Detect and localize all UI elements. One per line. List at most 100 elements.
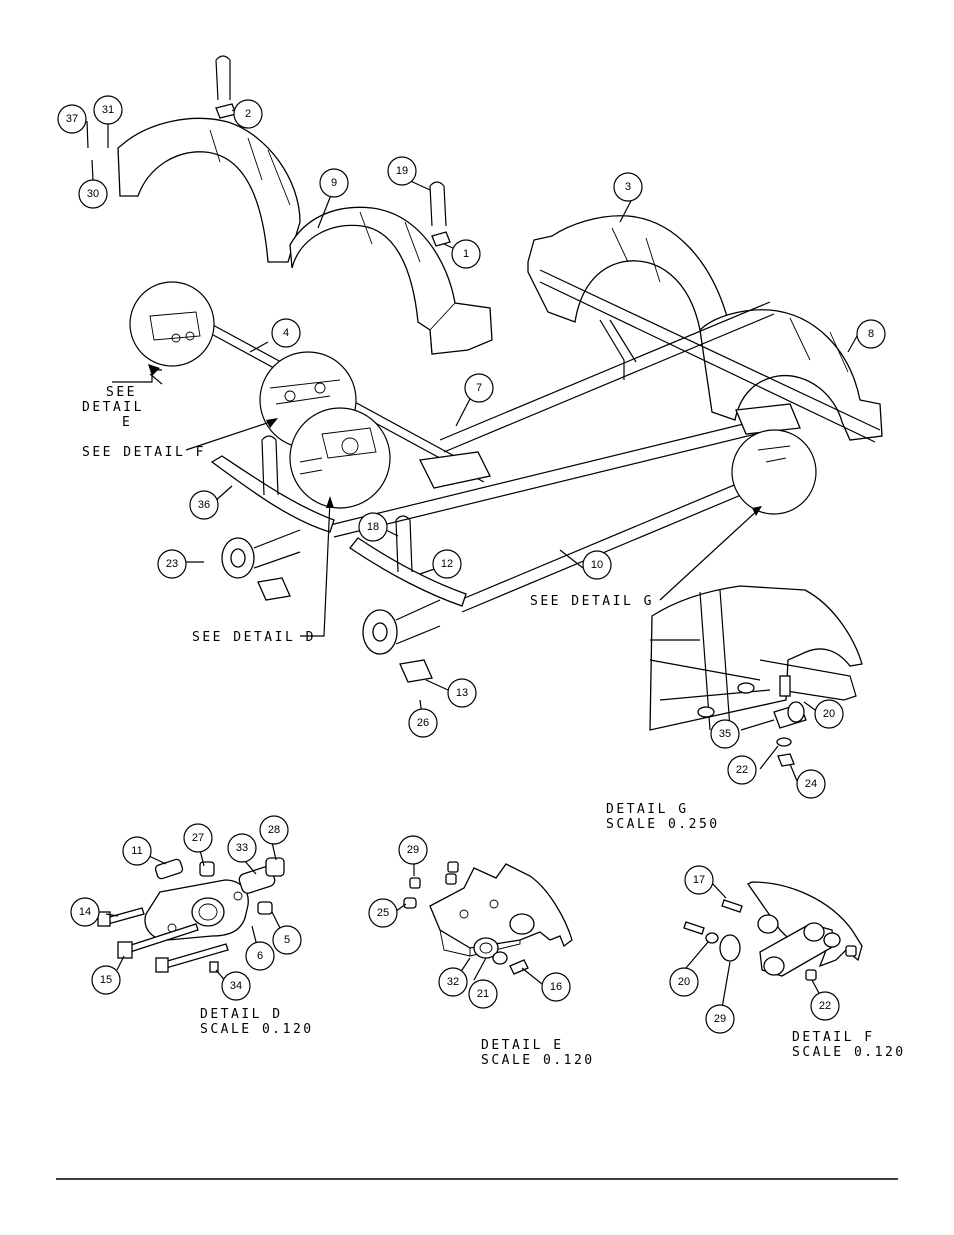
detail-g-view — [649, 585, 863, 782]
detail-d-scale: SCALE 0.120 — [200, 1022, 314, 1037]
detail-d-title: DETAIL D — [200, 1007, 283, 1022]
callout-28: 28 — [259, 815, 289, 845]
callout-15: 15 — [91, 965, 121, 995]
callout-33: 33 — [227, 833, 257, 863]
arrow-heads — [148, 364, 762, 516]
detail-e-title: DETAIL E — [481, 1038, 564, 1053]
svg-text:33: 33 — [236, 842, 248, 854]
callout-23: 23 — [157, 549, 187, 579]
detail-circle-g — [731, 429, 817, 515]
svg-text:21: 21 — [477, 988, 489, 1000]
svg-text:20: 20 — [823, 708, 835, 720]
svg-text:6: 6 — [257, 950, 263, 962]
svg-text:32: 32 — [447, 976, 459, 988]
callout-7: 7 — [464, 373, 494, 403]
main-assembly — [117, 55, 883, 683]
u-bolt-2 — [215, 55, 231, 101]
detail-g-scale: SCALE 0.250 — [606, 817, 720, 832]
detail-f-view — [683, 881, 863, 1009]
callout-21: 21 — [468, 979, 498, 1009]
callout-9: 9 — [319, 168, 349, 198]
callout-31: 31 — [93, 95, 123, 125]
svg-text:18: 18 — [367, 521, 379, 533]
detail-circle-e — [129, 281, 215, 367]
see-detail-d-label: SEE DETAIL D — [192, 630, 316, 645]
callout-37: 37 — [57, 104, 87, 134]
svg-text:23: 23 — [166, 558, 178, 570]
callout-29-detail-e: 29 — [398, 835, 428, 865]
hub-left-23 — [221, 529, 301, 579]
svg-text:30: 30 — [87, 188, 99, 200]
svg-text:7: 7 — [476, 382, 482, 394]
svg-text:19: 19 — [396, 165, 408, 177]
plate-left — [257, 577, 291, 601]
callout-3: 3 — [613, 172, 643, 202]
svg-text:15: 15 — [100, 974, 112, 986]
callout-22-detail-f: 22 — [810, 991, 840, 1021]
callout-26: 26 — [408, 708, 438, 738]
detail-d-view — [97, 841, 285, 985]
svg-text:20: 20 — [678, 976, 690, 988]
svg-text:29: 29 — [714, 1013, 726, 1025]
see-detail-f-label: SEE DETAIL F — [82, 445, 206, 460]
see-detail-e-line1: SEE — [106, 385, 137, 400]
callout-20-detail-g: 20 — [814, 699, 844, 729]
svg-text:10: 10 — [591, 559, 603, 571]
hub-right-13 — [362, 599, 441, 655]
callout-25: 25 — [368, 898, 398, 928]
leaf-spring-12 — [349, 537, 467, 607]
callout-36: 36 — [189, 490, 219, 520]
callout-22-detail-g: 22 — [727, 755, 757, 785]
fender-rear-right — [699, 309, 883, 441]
detail-e-view — [395, 861, 573, 985]
callout-5: 5 — [272, 925, 302, 955]
callout-8: 8 — [856, 319, 886, 349]
svg-text:8: 8 — [868, 328, 874, 340]
svg-text:5: 5 — [284, 934, 290, 946]
callout-20-detail-f: 20 — [669, 967, 699, 997]
callout-12: 12 — [432, 549, 462, 579]
svg-text:22: 22 — [819, 1000, 831, 1012]
callout-16: 16 — [541, 972, 571, 1002]
fender-front-left — [117, 117, 301, 263]
svg-text:4: 4 — [283, 327, 289, 339]
svg-text:37: 37 — [66, 113, 78, 125]
callout-13: 13 — [447, 678, 477, 708]
svg-text:3: 3 — [625, 181, 631, 193]
svg-text:13: 13 — [456, 687, 468, 699]
callout-bubbles: 1 2 3 4 5 6 7 8 9 10 11 12 13 14 15 16 1… — [57, 95, 886, 1034]
svg-text:16: 16 — [550, 981, 562, 993]
reference-labels: SEE DETAIL E SEE DETAIL F SEE DETAIL D S… — [82, 385, 906, 1068]
clip-1 — [431, 231, 451, 247]
callout-19: 19 — [387, 156, 417, 186]
svg-text:14: 14 — [79, 906, 91, 918]
svg-text:29: 29 — [407, 844, 419, 856]
callout-29-detail-f: 29 — [705, 1004, 735, 1034]
u-bolt-lower-left — [261, 435, 279, 496]
leaf-spring-36 — [210, 455, 335, 533]
u-bolt-18 — [395, 515, 413, 573]
callout-35: 35 — [710, 719, 740, 749]
svg-text:26: 26 — [417, 717, 429, 729]
svg-text:2: 2 — [245, 108, 251, 120]
callout-32: 32 — [438, 967, 468, 997]
svg-text:27: 27 — [192, 832, 204, 844]
detail-g-title: DETAIL G — [606, 802, 689, 817]
callout-1: 1 — [451, 239, 481, 269]
callout-14: 14 — [70, 897, 100, 927]
svg-text:24: 24 — [805, 778, 817, 790]
detail-f-scale: SCALE 0.120 — [792, 1045, 906, 1060]
svg-text:36: 36 — [198, 499, 210, 511]
svg-text:31: 31 — [102, 104, 114, 116]
detail-e-scale: SCALE 0.120 — [481, 1053, 595, 1068]
u-bolt-19 — [429, 181, 447, 227]
svg-text:35: 35 — [719, 728, 731, 740]
svg-text:34: 34 — [230, 980, 242, 992]
svg-text:9: 9 — [331, 177, 337, 189]
see-detail-e-line3: E — [122, 415, 132, 430]
fender-front-right — [527, 215, 729, 331]
callout-2: 2 — [233, 99, 263, 129]
svg-text:28: 28 — [268, 824, 280, 836]
callout-6: 6 — [245, 941, 275, 971]
